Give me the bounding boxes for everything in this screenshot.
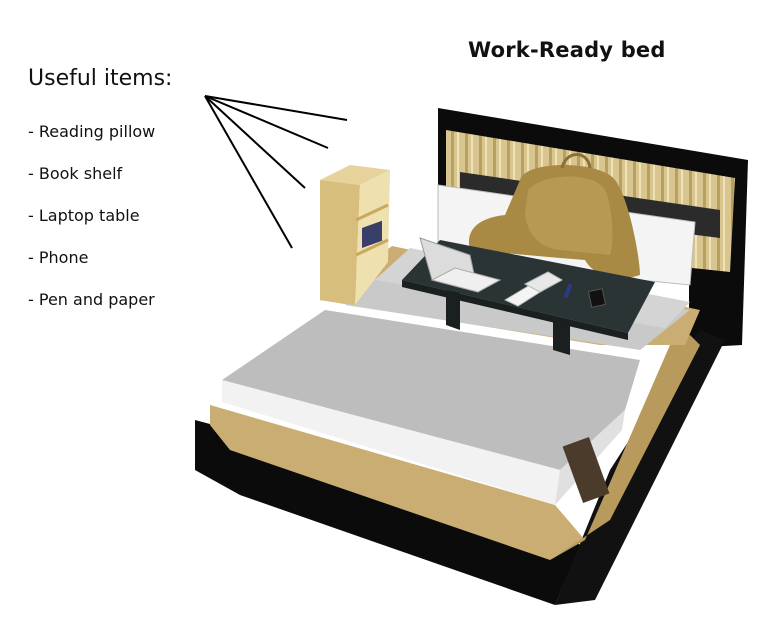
callout-line-shelf — [205, 96, 328, 148]
phone — [588, 289, 605, 308]
callout-line-phone — [205, 96, 292, 248]
